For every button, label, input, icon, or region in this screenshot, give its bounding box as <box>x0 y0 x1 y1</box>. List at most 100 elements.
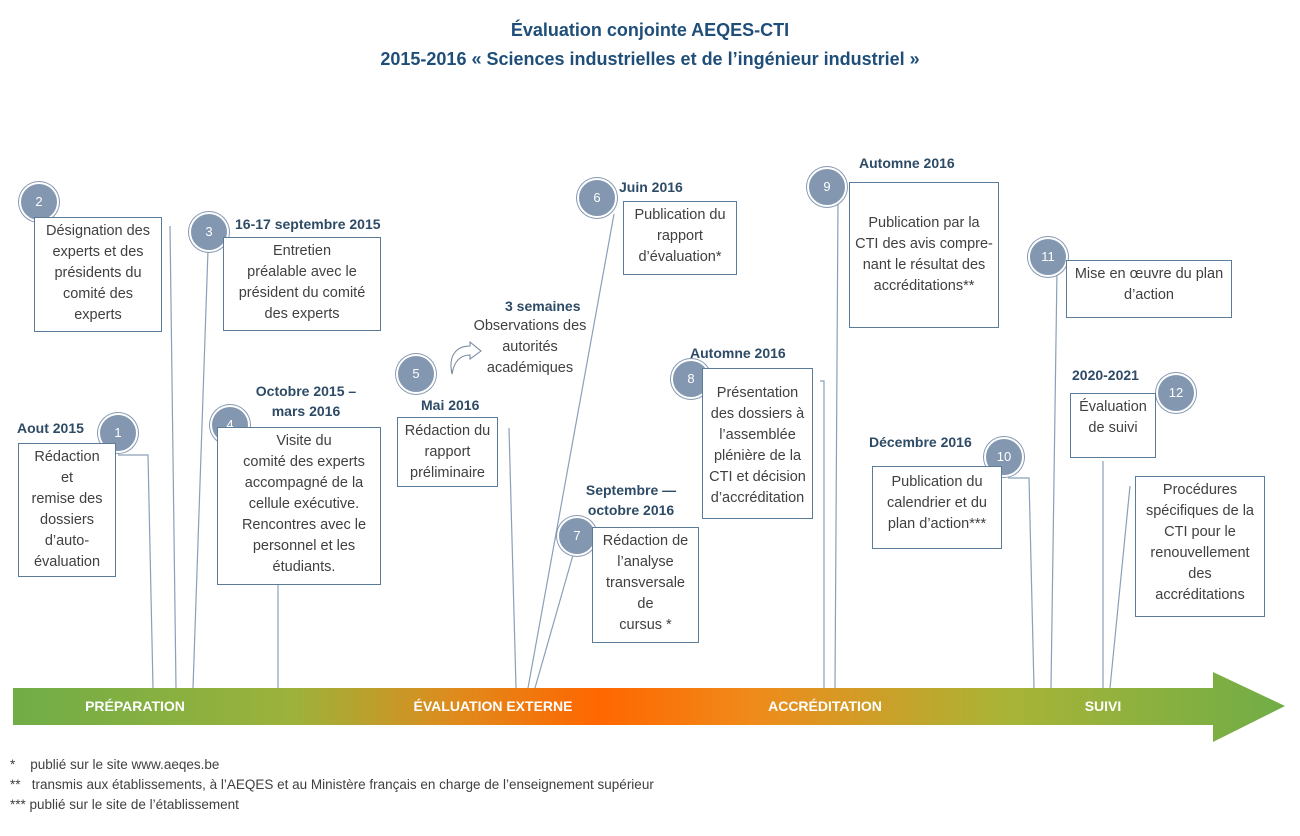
step4-date-line: mars 2016 <box>271 403 341 419</box>
step12-date: 2020-2021 <box>1072 367 1139 383</box>
step3-box: Entretien préalable avec le président du… <box>223 237 381 331</box>
step2-line: experts <box>74 307 122 323</box>
step13-line: Procédures <box>1162 482 1238 498</box>
step2-line: présidents du <box>54 265 142 281</box>
step5b-date: Mai 2016 <box>421 397 480 413</box>
step6-line: rapport <box>657 228 703 244</box>
step3-line: préalable avec le <box>247 264 357 280</box>
step5b-box: Rédaction du rapport préliminaire <box>397 417 498 487</box>
step4-date-line: Octobre 2015 – <box>255 383 357 399</box>
step4-line: Visite du <box>276 433 332 449</box>
step8-line: d’accréditation <box>710 490 805 506</box>
step9-line: Publication par la <box>868 215 980 231</box>
step4-line: cellule exécutive. <box>248 496 360 512</box>
step1-line: et <box>60 470 74 486</box>
step11-box: Mise en œuvre du plan d’action <box>1066 260 1232 318</box>
step4-line: Rencontres avec le <box>241 517 367 533</box>
step4-line: étudiants. <box>272 559 336 575</box>
step7-date: Septembre — octobre 2016 <box>572 480 690 520</box>
step3-line: président du comité <box>238 285 366 301</box>
step3-line: Entretien <box>272 243 332 259</box>
step1-box: Rédaction et remise des dossiers d’auto-… <box>18 443 116 577</box>
step6-line: Publication du <box>634 207 726 223</box>
step11-line: Mise en œuvre du plan <box>1074 266 1224 282</box>
step4-box: Visite du comité des experts accompagné … <box>217 427 381 585</box>
step8-line: CTI et décision <box>709 469 806 485</box>
footnote-3: *** publié sur le site de l’établissemen… <box>10 797 239 812</box>
step2-box: Désignation des experts et des président… <box>34 217 162 332</box>
step7-line: Rédaction de <box>602 533 689 549</box>
step5-number-badge: 5 <box>396 354 436 394</box>
step7-line: de <box>637 596 654 612</box>
step6-date: Juin 2016 <box>619 179 683 195</box>
step1-line: Rédaction <box>34 449 100 465</box>
step8-box: Présentation des dossiers à l’assemblée … <box>702 368 813 519</box>
step1-line: remise des <box>31 491 103 507</box>
step13-box: Procédures spécifiques de la CTI pour le… <box>1135 476 1265 617</box>
phase-follow-up: SUIVI <box>1084 698 1122 714</box>
step3-line: des experts <box>264 306 340 322</box>
step10-date: Décembre 2016 <box>869 434 972 450</box>
step1-line: dossiers <box>40 512 94 528</box>
step1-line: évaluation <box>33 554 101 570</box>
step7-box: Rédaction de l’analyse transversale de c… <box>592 527 699 643</box>
step9-line: CTI des avis compre- <box>855 236 993 252</box>
step4-line: comité des experts <box>243 454 365 470</box>
step10-line: plan d’action*** <box>887 516 987 532</box>
step5b-line: Rédaction du <box>404 423 491 439</box>
step7-date-line: Septembre — <box>585 482 677 498</box>
step11-number-badge: 11 <box>1028 237 1068 277</box>
step7-date-line: octobre 2016 <box>587 502 675 518</box>
phase-preparation: PRÉPARATION <box>85 698 185 714</box>
step4-line: personnel et les <box>252 538 356 554</box>
phase-external-evaluation: ÉVALUATION EXTERNE <box>413 698 573 714</box>
step12-number-badge: 12 <box>1156 373 1196 413</box>
diagram-title-line1: Évaluation conjointe AEQES-CTI <box>510 20 790 40</box>
curved-arrow-icon <box>450 340 482 375</box>
step12-line: de suivi <box>1088 420 1138 436</box>
step8-line: plénière de la <box>713 448 802 464</box>
step10-line: Publication du <box>891 474 983 490</box>
step9-date: Automne 2016 <box>859 155 955 171</box>
step7-number-badge: 7 <box>557 516 597 556</box>
step9-line: nant le résultat des <box>862 257 986 273</box>
step2-number-badge: 2 <box>19 182 59 222</box>
step1-line: d’auto- <box>44 533 90 549</box>
step6-line: d’évaluation* <box>638 249 722 265</box>
step3-number-badge: 3 <box>189 212 229 252</box>
step3-date: 16-17 septembre 2015 <box>235 216 381 232</box>
step5b-line: rapport <box>424 444 471 460</box>
step10-line: calendrier et du <box>887 495 987 511</box>
step5-line: Observations des <box>473 318 587 334</box>
phase-accreditation: ACCRÉDITATION <box>768 698 882 714</box>
step13-line: des <box>1188 566 1212 582</box>
step8-line: Présentation <box>716 385 799 401</box>
step4-line: accompagné de la <box>244 475 364 491</box>
step13-line: renouvellement <box>1150 545 1250 561</box>
step2-line: Désignation des <box>46 223 150 239</box>
step8-line: des dossiers à <box>710 406 805 422</box>
timeline-arrow <box>13 672 1285 742</box>
step12-line: Évaluation <box>1079 399 1147 415</box>
step2-line: comité des <box>62 286 134 302</box>
step5-date: 3 semaines <box>505 298 581 314</box>
step7-line: l’analyse <box>617 554 674 570</box>
step6-number-badge: 6 <box>577 178 617 218</box>
step10-box: Publication du calendrier et du plan d’a… <box>872 466 1002 549</box>
step9-box: Publication par la CTI des avis compre- … <box>849 182 999 328</box>
step9-line: accréditations** <box>873 278 975 294</box>
step13-line: spécifiques de la <box>1145 503 1254 519</box>
step5-line: autorités <box>502 339 558 355</box>
step5-text: Observations des autorités académiques <box>468 316 592 379</box>
step11-line: d’action <box>1124 287 1174 303</box>
step8-date: Automne 2016 <box>690 345 786 361</box>
footnote-2: ** transmis aux établissements, à l’AEQE… <box>10 777 654 792</box>
step4-date: Octobre 2015 – mars 2016 <box>252 381 360 421</box>
step2-line: experts et des <box>52 244 144 260</box>
step6-box: Publication du rapport d’évaluation* <box>623 201 737 275</box>
step13-line: CTI pour le <box>1164 524 1236 540</box>
footnote-1: * publié sur le site www.aeqes.be <box>10 757 220 772</box>
step8-line: l’assemblée <box>719 427 796 443</box>
step9-number-badge: 9 <box>807 167 847 207</box>
